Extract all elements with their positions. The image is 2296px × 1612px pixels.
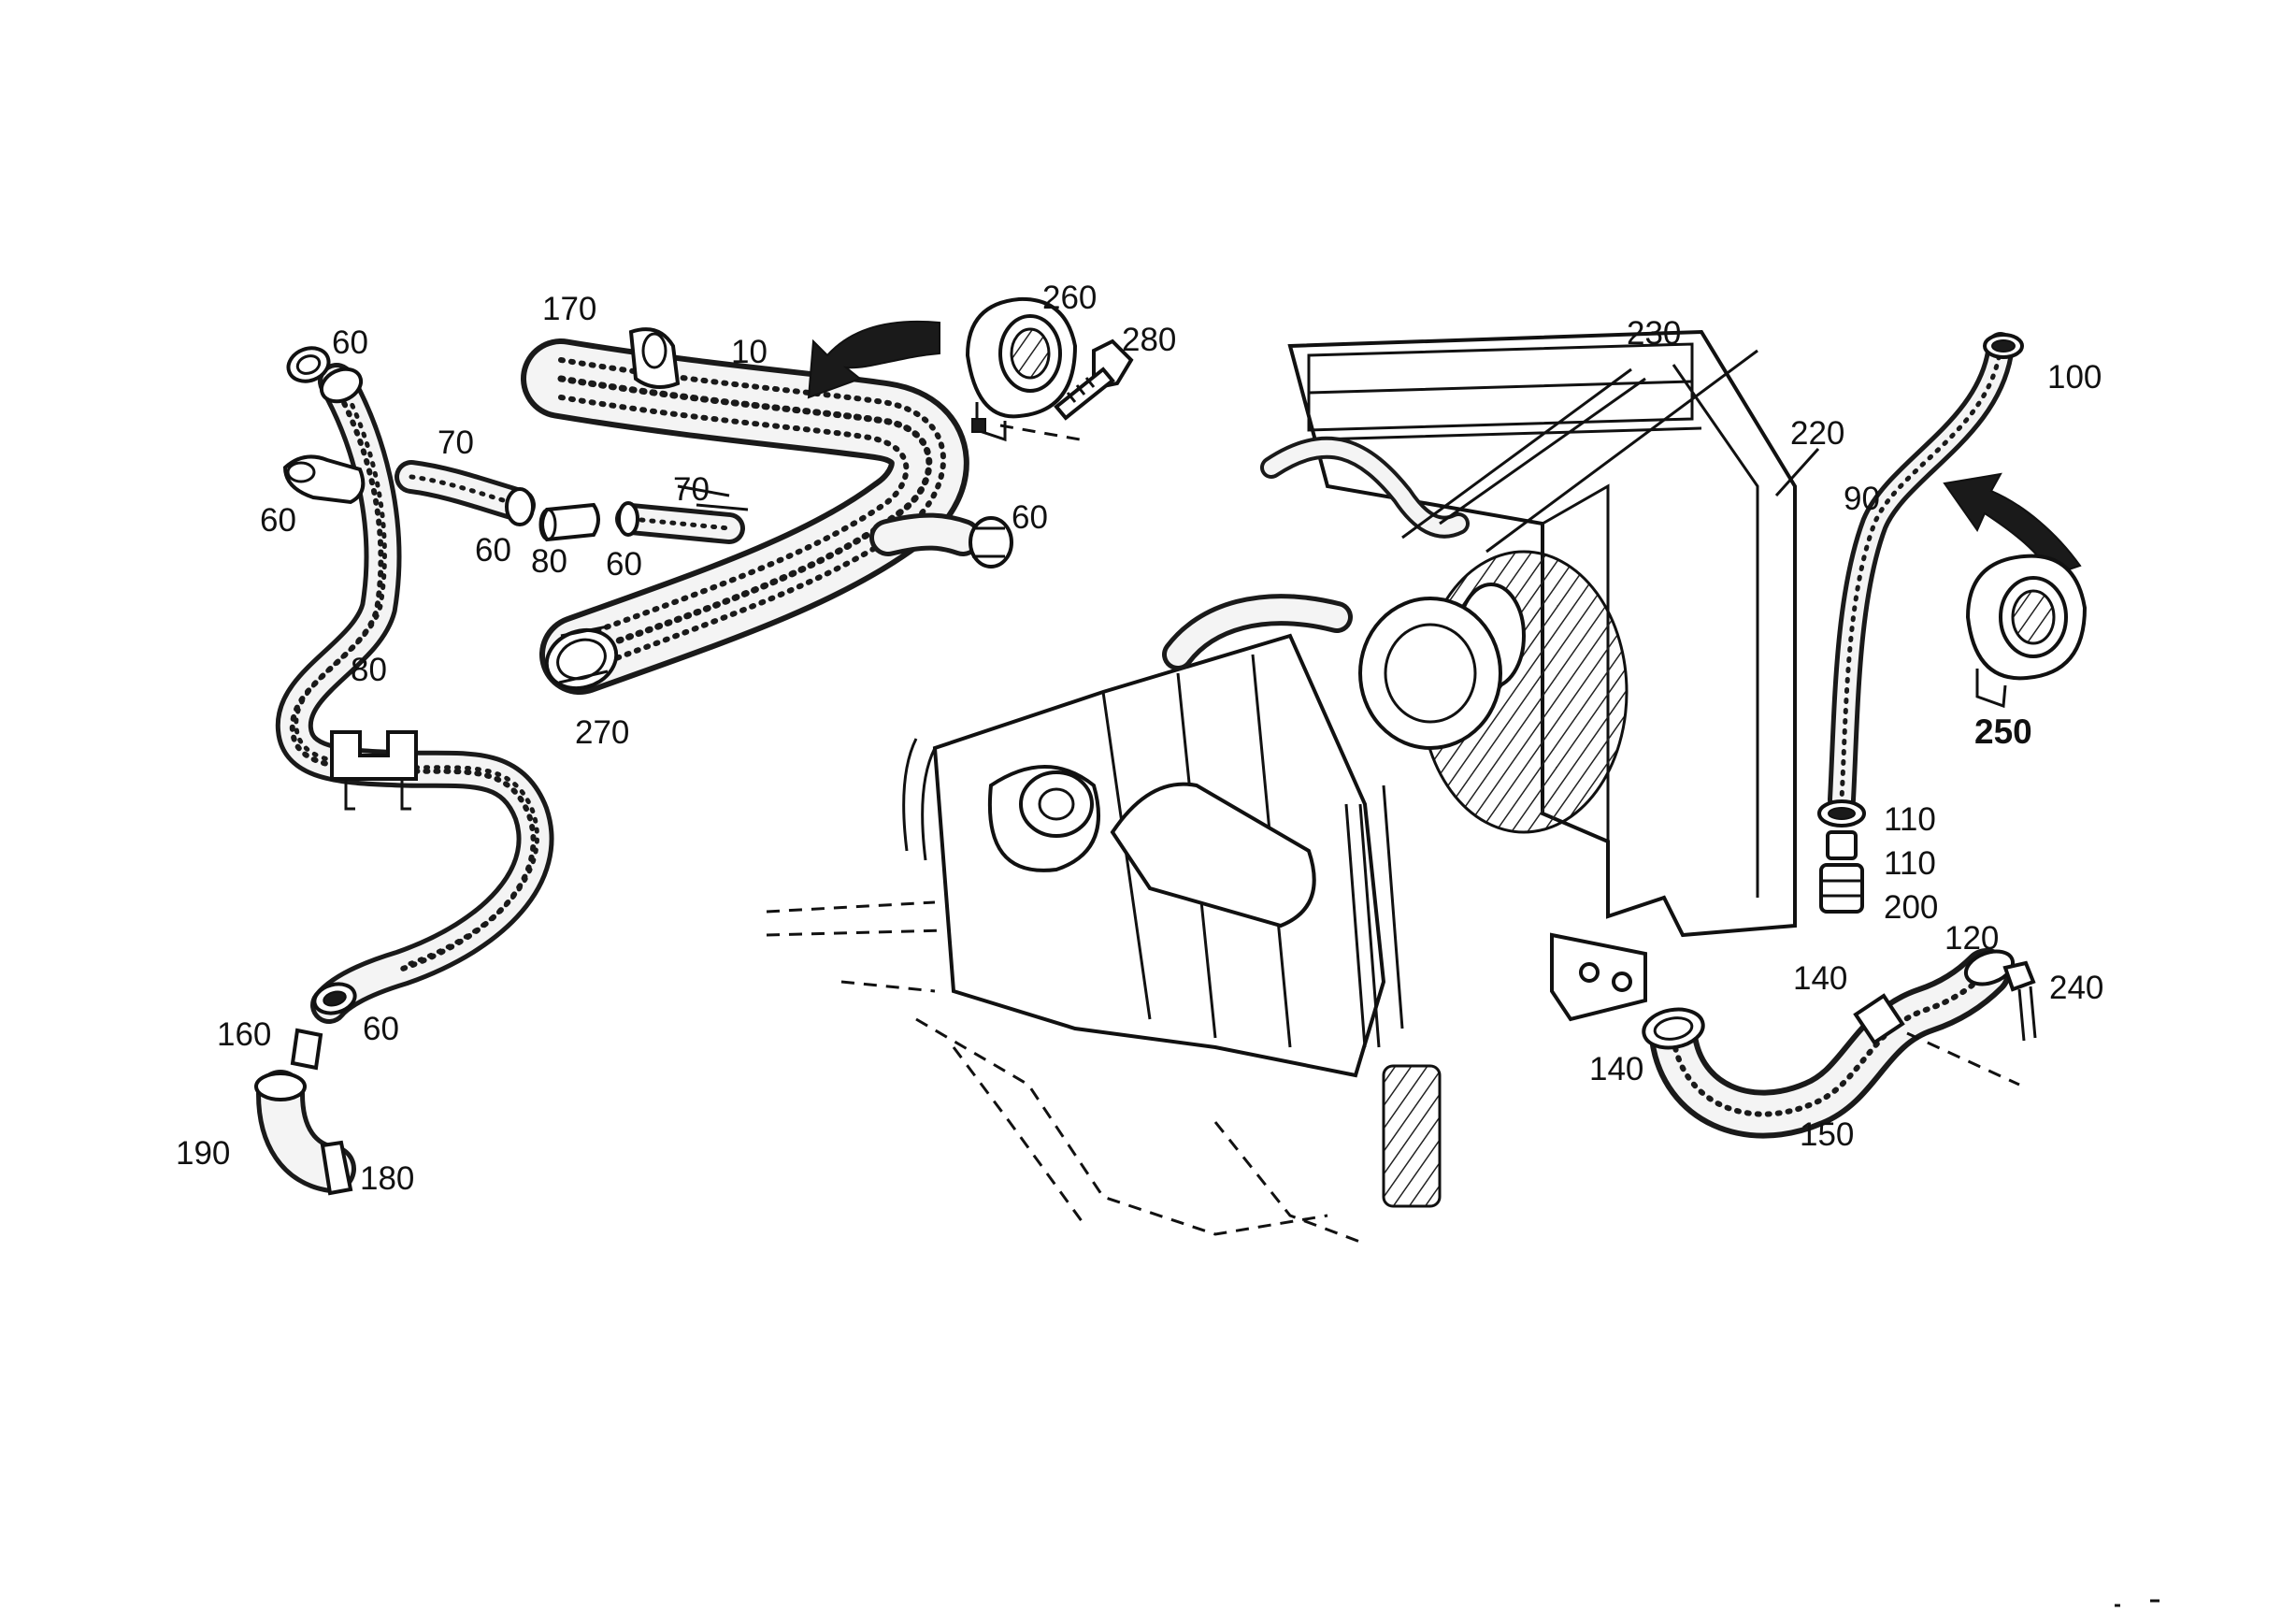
label-60-pipe-middle: 60 (606, 546, 642, 583)
label-240: 240 (2049, 970, 2103, 1006)
elbow-190-180 (254, 1070, 356, 1196)
label-220: 220 (1790, 415, 1844, 452)
leader-280 (999, 424, 1081, 441)
clamp-260 (965, 296, 1078, 442)
label-60-bottom-left: 60 (363, 1011, 399, 1047)
bolt-240 (2002, 960, 2037, 1042)
label-190: 190 (176, 1135, 230, 1172)
label-60-left: 60 (260, 502, 296, 539)
hose-end-top-left (319, 367, 364, 404)
label-230: 230 (1627, 315, 1681, 352)
clamp-270 (544, 625, 619, 691)
label-110-top: 100 (2047, 359, 2102, 396)
label-80: 80 (351, 652, 387, 688)
label-250: 250 (1974, 712, 2032, 751)
label-70-left: 70 (438, 425, 474, 461)
fitting-120 (1826, 830, 1858, 860)
pipe-10 (521, 338, 969, 695)
clamp-200 (628, 327, 681, 389)
label-120: 110 (1884, 845, 1936, 882)
leader-240 (1906, 1031, 2020, 1087)
hose-160 (1649, 948, 2011, 1139)
leader-lines (677, 349, 1820, 554)
fitting-210 (1819, 863, 1864, 914)
hose-100 (1828, 332, 2015, 813)
clamp-60-bottom-left (312, 982, 357, 1015)
engine-block (766, 329, 1797, 1245)
corner-mark (2115, 1599, 2160, 1607)
label-90: 80 (531, 543, 567, 580)
pipe-10-branch (869, 512, 982, 556)
bolt-280 (1054, 338, 1134, 421)
connector-170 (290, 1028, 323, 1071)
clamp-60-left (282, 454, 366, 505)
arrow-top-left (807, 320, 940, 399)
label-280: 280 (1122, 322, 1176, 358)
label-140-right: 120 (1944, 920, 1999, 957)
label-10: 10 (731, 334, 768, 370)
label-150: 140 (1793, 960, 1847, 997)
part-labels: 60 170 10 260 280 230 220 100 90 70 70 6… (176, 280, 2103, 1197)
clamp-140-left (1642, 1007, 1705, 1050)
label-110-bottom: 110 (1884, 801, 1936, 838)
label-70-middle: 70 (673, 471, 710, 508)
label-60-right-pipe: 60 (1012, 499, 1048, 536)
label-60-top-left: 60 (332, 324, 368, 361)
label-100: 90 (1844, 481, 1880, 517)
label-270: 270 (575, 714, 629, 751)
hose-70-left (395, 460, 536, 526)
label-60-pipe-left: 60 (475, 532, 511, 569)
label-180: 180 (360, 1160, 414, 1197)
clamp-150 (1853, 993, 1905, 1045)
hose-70-middle (615, 501, 745, 544)
label-170: 160 (217, 1016, 271, 1053)
clamp-250 (1965, 554, 2088, 709)
clamp-140-right (1963, 949, 2016, 986)
label-200: 170 (542, 291, 596, 327)
clamp-60-top-left (286, 346, 331, 383)
connector-90 (538, 502, 600, 542)
clamp-110-top (1983, 333, 2024, 359)
bracket-left (330, 730, 418, 811)
label-140-left: 140 (1589, 1051, 1643, 1087)
label-260: 260 (1042, 280, 1097, 316)
label-160: 150 (1800, 1116, 1854, 1153)
clamp-110-bottom (1817, 799, 1866, 828)
arrow-right (1943, 472, 2082, 577)
clamp-60-right-pipe (969, 516, 1013, 569)
label-210: 200 (1884, 889, 1938, 926)
